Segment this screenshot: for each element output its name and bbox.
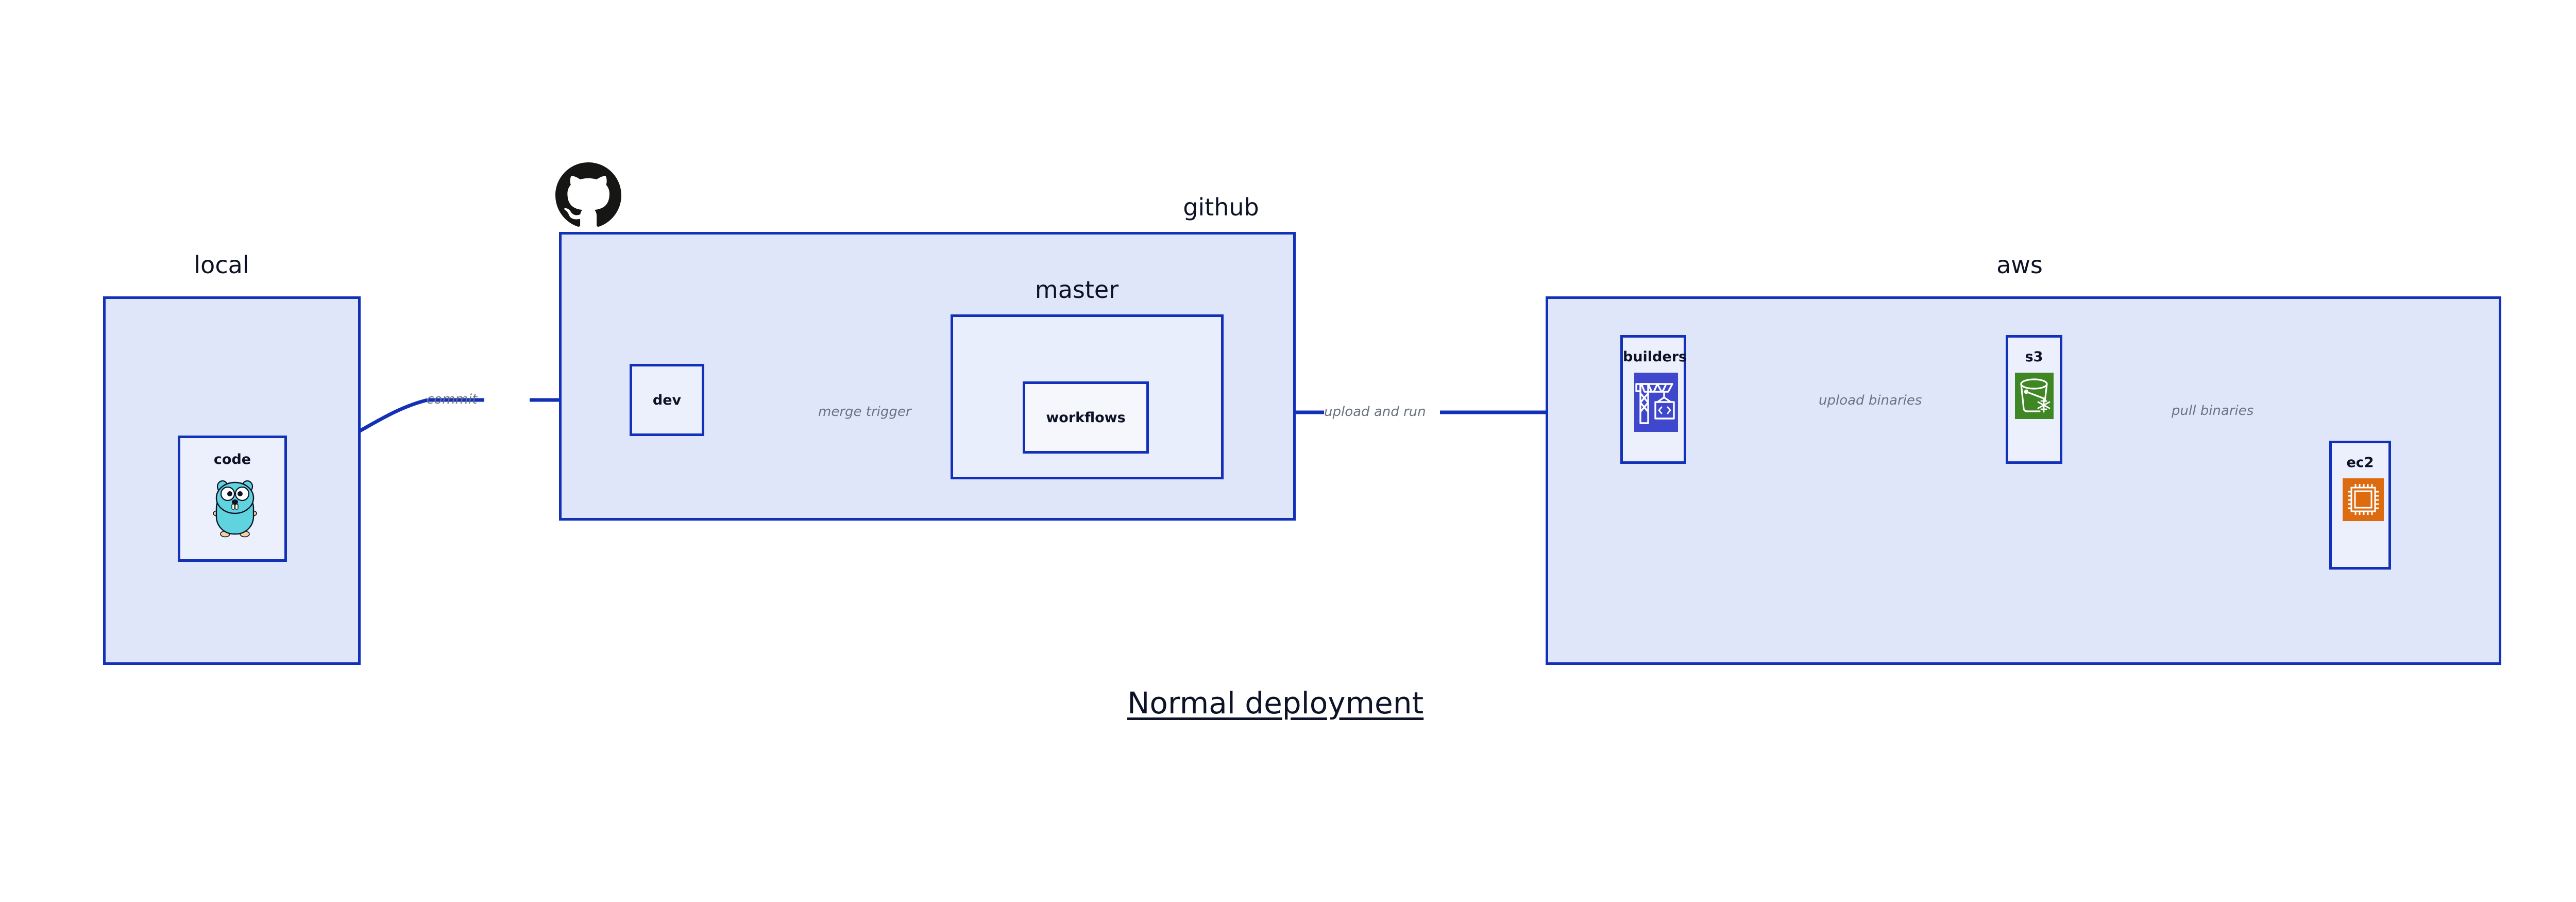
- node-label-code: code: [213, 452, 251, 467]
- node-label-ec2: ec2: [2346, 455, 2374, 471]
- group-label-aws: aws: [1996, 251, 2043, 279]
- edge-label-commit: commit: [427, 392, 478, 407]
- group-label-local: local: [194, 251, 249, 279]
- go-gopher-icon: [209, 475, 261, 540]
- group-label-github: github: [1183, 193, 1259, 221]
- page-title: Normal deployment: [1127, 686, 1424, 721]
- edge-label-upload-binaries: upload binaries: [1819, 393, 1922, 408]
- node-ec2[interactable]: ec2: [2329, 441, 2391, 570]
- node-workflows[interactable]: workflows: [1023, 381, 1149, 454]
- aws-ec2-chip-icon: [2343, 478, 2384, 521]
- node-label-workflows: workflows: [1046, 410, 1126, 426]
- edge-label-pull-binaries: pull binaries: [2172, 403, 2254, 419]
- aws-s3-bucket-icon: [2015, 373, 2054, 419]
- node-label-dev: dev: [652, 392, 682, 408]
- node-dev[interactable]: dev: [630, 364, 704, 436]
- node-builders[interactable]: builders: [1620, 335, 1687, 464]
- aws-codebuild-icon: [1634, 373, 1678, 432]
- node-label-s3: s3: [2025, 349, 2043, 365]
- edge-label-upload-and-run: upload and run: [1324, 404, 1426, 420]
- edge-label-merge-trigger: merge trigger: [818, 404, 911, 420]
- node-s3[interactable]: s3: [2006, 335, 2062, 464]
- github-octocat-icon: [555, 162, 621, 228]
- node-label-builders: builders: [1623, 349, 1687, 365]
- group-label-master: master: [1035, 276, 1119, 304]
- node-code[interactable]: code: [178, 436, 287, 562]
